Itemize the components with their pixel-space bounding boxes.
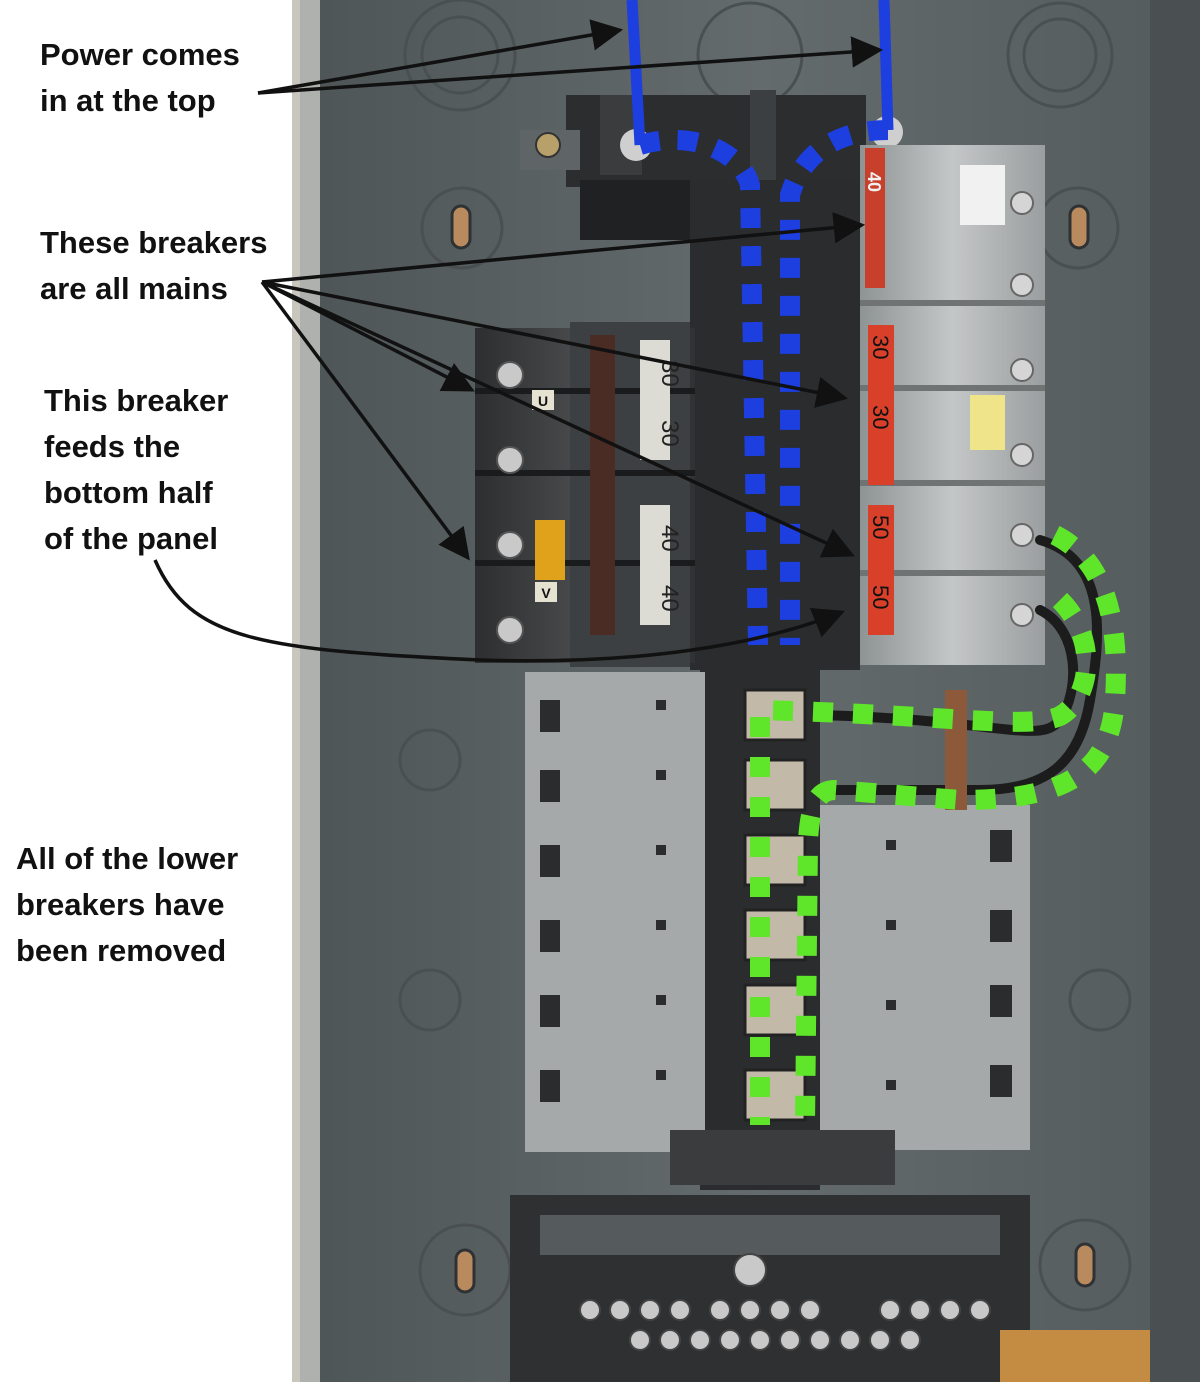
- power-path-overlay: [626, 0, 894, 646]
- annotation-line: are all mains: [40, 271, 228, 306]
- annotation-line: feeds the: [44, 429, 181, 464]
- annotation-line: This breaker: [44, 383, 229, 418]
- right-rating-3: 30: [868, 405, 893, 429]
- annotation-lower-breakers-removed: All of the lower breakers have been remo…: [16, 836, 238, 974]
- knockout-holes: [398, 0, 1132, 1317]
- annotation-line: All of the lower: [16, 841, 239, 876]
- annotation-line: Power comes: [40, 37, 240, 72]
- mounting-slots: [450, 204, 1096, 1294]
- breaker-letter-u: U: [538, 393, 548, 409]
- right-rating-4: 50: [868, 515, 893, 539]
- annotation-line: breakers have: [16, 887, 225, 922]
- breaker-letter-v: V: [541, 585, 551, 601]
- annotation-line: in at the top: [40, 83, 216, 118]
- bus-bar-upper: [690, 180, 860, 670]
- bottom-feed-path-overlay: [750, 526, 1126, 1126]
- annotation-margin: [0, 0, 300, 1382]
- left-rating-3: 40: [656, 525, 683, 552]
- lower-slots-right: [820, 805, 1030, 1150]
- right-breakers: 40 30 30 50 50: [860, 145, 1045, 665]
- right-rating-5: 50: [868, 585, 893, 609]
- left-breakers: U V 30 30 40 40: [475, 322, 695, 667]
- annotation-line: of the panel: [44, 521, 218, 556]
- annotation-arrows: [153, 19, 884, 663]
- lower-slots-left: [525, 672, 705, 1152]
- right-rating-2: 30: [868, 335, 893, 359]
- annotation-line: These breakers: [40, 225, 268, 260]
- neutral-bar: [510, 1130, 1150, 1382]
- annotation-power-comes-in: Power comes in at the top: [40, 32, 240, 124]
- annotation-feeds-bottom-half: This breaker feeds the bottom half of th…: [44, 378, 228, 562]
- left-rating-4: 40: [656, 585, 683, 612]
- left-rating-2: 30: [656, 420, 683, 447]
- annotation-line: bottom half: [44, 475, 213, 510]
- right-rating-1: 40: [864, 172, 884, 192]
- main-lug-block: [520, 90, 903, 240]
- annotation-line: been removed: [16, 933, 227, 968]
- annotation-breakers-mains: These breakers are all mains: [40, 220, 267, 312]
